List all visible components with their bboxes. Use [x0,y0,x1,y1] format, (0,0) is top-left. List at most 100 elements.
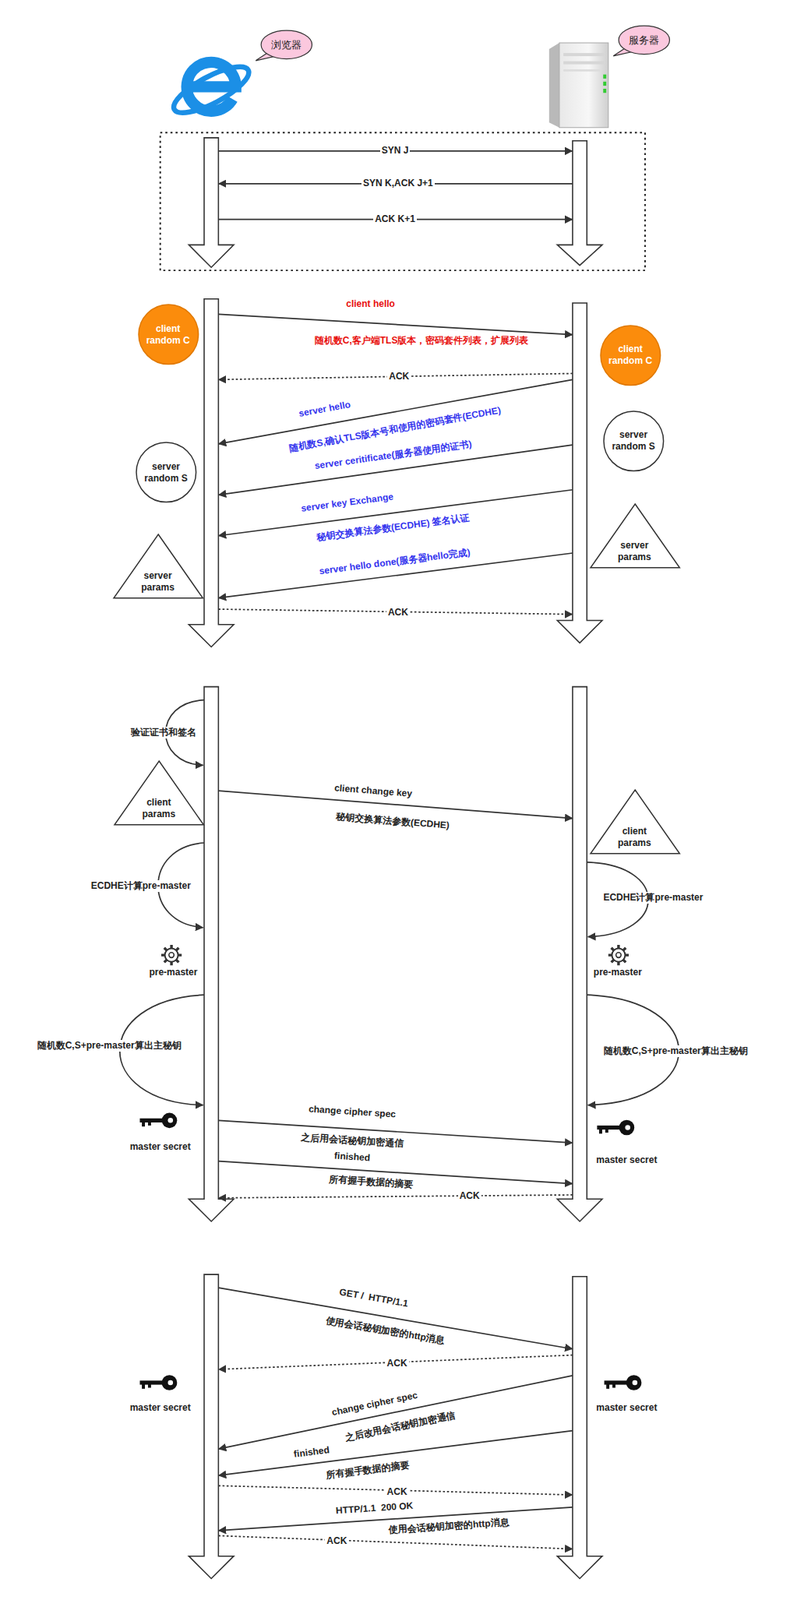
message-label: ACK [458,1190,482,1203]
circle-outline [136,442,197,503]
message-label: client hello [344,298,397,311]
server-led [603,74,607,79]
tcp-box [160,132,646,271]
label-text: GET / HTTP/1.1 [338,1286,409,1309]
label-text: ACK [387,1357,408,1369]
key-tooth [599,1128,603,1135]
message-label: ECDHE计算pre-master [89,880,193,893]
message-label: finished [291,1444,332,1461]
speech-bubble: 服务器 [611,24,671,58]
key-icon [139,1375,177,1391]
message-label: 使用会话秘钥加密的http消息 [387,1516,512,1537]
message-label: 之后用会话秘钥加密通信 [299,1132,406,1151]
message-label: 随机数C,客户端TLS版本，密码套件列表，扩展列表 [313,335,531,347]
message-label: SYN J [380,144,411,157]
lifeline [557,1276,603,1580]
message-label: server hello done(服务器hello完成) [317,546,473,579]
message-label: pre-master [147,966,199,979]
key-icon [604,1375,642,1391]
label-text: master secret [130,1402,191,1414]
server-slot [563,52,604,57]
message-label: ACK [324,1535,349,1548]
random-circle: client random C [137,303,200,366]
message-label: 所有握手数据的摘要 [323,1459,412,1482]
message-label: change cipher spec [328,1389,420,1420]
message-label: 所有握手数据的摘要 [326,1173,415,1191]
node-text: client random C [607,343,653,367]
lifeline [188,137,234,268]
triangle-outline [113,534,203,599]
message-label: server hello [296,398,353,421]
message-label: pre-master [592,966,644,979]
label-text: change cipher spec [330,1389,419,1418]
label-text: server hello done(服务器hello完成) [318,546,472,577]
gear-icon [161,945,182,966]
server-led [603,81,607,86]
gear-hub [616,952,622,959]
label-text: SYN J [381,144,410,156]
label-text: ACK [387,1486,408,1498]
key-tooth [148,1383,152,1388]
label-text: 随机数C,S+pre-master算出主秘钥 [603,1045,748,1057]
label-text: pre-master [593,966,642,978]
label-text: server hello [297,398,352,420]
key-head [619,1120,635,1136]
ack-arrow [218,1195,573,1199]
key-hole [168,1380,174,1387]
label-text: ECDHE计算pre-master [603,892,703,903]
params-triangle: client params [589,789,681,855]
message-label: ACK [386,606,410,619]
params-triangle: server params [589,503,681,569]
node-text: server params [612,539,656,564]
key-tooth [605,1128,609,1133]
node-text: server random S [143,461,189,485]
message-label: client change key [332,782,415,801]
label-text: pre-master [148,966,198,978]
key-head [162,1112,178,1129]
label-text: master secret [130,1141,191,1153]
label-text: 所有握手数据的摘要 [327,1173,413,1190]
label-text: HTTP/1.1 200 OK [335,1500,414,1517]
circle-outline [603,411,664,472]
label-text: 随机数C,客户端TLS版本，密码套件列表，扩展列表 [314,335,530,346]
lifeline [557,303,603,643]
node-text: client params [612,825,656,850]
label-text: ECDHE计算pre-master [91,880,191,892]
gear-icon [608,945,629,966]
label-text: ACK [388,370,410,382]
message-label: 秘钥交换算法参数(ECDHE) [334,811,452,832]
label-text: 之后改用会话秘钥加密通信 [344,1410,457,1444]
label-text: ACK [387,606,409,618]
speech-bubble: 浏览器 [253,28,314,63]
message-label: master secret [128,1402,193,1415]
message-arrow [218,313,573,335]
server-side [549,42,560,128]
triangle-outline [114,761,204,826]
message-label: server key Exchange [298,490,395,515]
message-label: ECDHE计算pre-master [601,892,705,904]
gear-teeth [608,945,629,966]
key-tooth [148,1121,152,1126]
gear-ring [611,948,625,963]
key-icon [596,1120,635,1136]
message-label: ACK [385,1357,410,1370]
server-icon [549,42,609,128]
message-label: 使用会话秘钥加密的http消息 [322,1314,447,1348]
circle-outline [138,304,199,365]
message-label: 随机数C,S+pre-master算出主秘钥 [35,1040,184,1052]
message-label: SYN K,ACK J+1 [361,177,435,190]
params-triangle: client params [113,760,205,826]
lifeline [557,687,603,1222]
message-label: GET / HTTP/1.1 [336,1286,411,1311]
message-label: 随机数C,S+pre-master算出主秘钥 [602,1045,750,1058]
message-label: ACK [387,370,411,383]
message-label: master secret [594,1402,659,1415]
key-hole [168,1117,174,1124]
label-text: SYN K,ACK J+1 [363,177,434,189]
random-circle: client random C [599,324,662,387]
key-hole [624,1125,631,1131]
gear-hub [169,952,175,959]
message-label: ACK [385,1486,410,1499]
message-label: change cipher spec [306,1103,399,1122]
